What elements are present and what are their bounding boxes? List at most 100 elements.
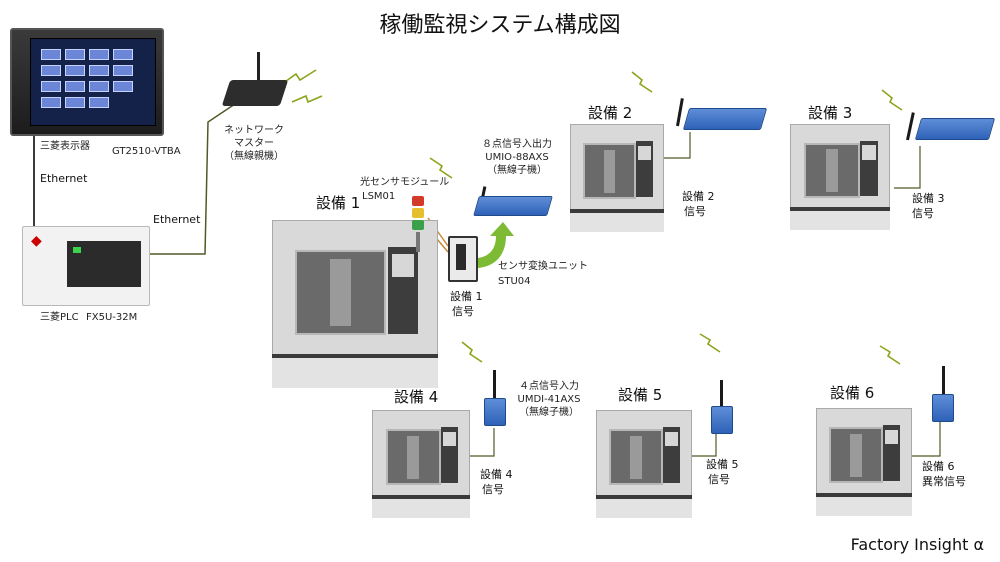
equipment-6-signal-2: 異常信号 xyxy=(922,475,966,488)
sensor-module-label-1: 光センサモジュール xyxy=(360,177,450,188)
equipment-4-wireless-unit xyxy=(484,398,506,426)
lamp-green xyxy=(412,220,424,230)
converter-label-1: センサ変換ユニット xyxy=(498,261,588,272)
plc-io-block xyxy=(67,241,141,287)
network-master-device xyxy=(221,80,289,106)
master-antenna xyxy=(257,52,260,84)
signal-wire-3 xyxy=(894,146,921,189)
hmi-name: 三菱表示器 xyxy=(40,141,90,152)
control-panel xyxy=(635,141,653,198)
hmi-screen xyxy=(30,38,156,126)
hmi-display xyxy=(10,28,164,136)
door-window xyxy=(603,149,616,194)
equipment-3-signal-2: 信号 xyxy=(912,207,934,220)
control-panel xyxy=(883,425,901,482)
master-label-2: マスター xyxy=(234,138,274,149)
plc-name: 三菱PLC xyxy=(40,312,79,323)
door-window xyxy=(825,149,839,192)
equipment-5-signal-2: 信号 xyxy=(708,473,730,486)
hmi-key xyxy=(65,81,85,92)
control-panel xyxy=(663,427,681,484)
signal-wire-6 xyxy=(912,420,941,457)
machine-base xyxy=(272,353,438,388)
equipment-2-signal-2: 信号 xyxy=(684,205,706,218)
di4-label-2: UMDI-41AXS xyxy=(517,394,581,405)
hmi-key xyxy=(41,97,61,108)
hmi-key xyxy=(65,97,85,108)
ethernet-label-2: Ethernet xyxy=(153,213,201,226)
sensor-converter-unit xyxy=(448,236,478,282)
plc-model: FX5U-32M xyxy=(86,312,138,323)
wireless-marks xyxy=(281,69,903,365)
machine-3 xyxy=(790,124,890,230)
door-window xyxy=(630,435,643,480)
lamp-yellow xyxy=(412,208,424,218)
machine-door xyxy=(804,143,860,198)
panel-screen xyxy=(885,429,899,445)
plc-run-led xyxy=(73,247,81,253)
equipment-1-signal-2: 信号 xyxy=(452,305,474,318)
di4-label-3: （無線子機） xyxy=(519,407,579,418)
machine-door xyxy=(385,429,441,486)
machine-base xyxy=(372,494,470,518)
machine-door xyxy=(583,143,637,200)
hmi-key xyxy=(65,49,85,60)
signal-wire-2 xyxy=(664,132,691,159)
hmi-key xyxy=(89,65,109,76)
hmi-key xyxy=(41,81,61,92)
machine-base xyxy=(816,492,912,516)
door-window xyxy=(407,435,420,480)
master-label-3: （無線親機） xyxy=(224,151,284,162)
plc-master-wire xyxy=(150,101,239,255)
wireless-mark xyxy=(429,157,453,179)
equipment-5-wireless-unit xyxy=(711,406,733,434)
hmi-key xyxy=(65,65,85,76)
sensor-module-label-2: LSM01 xyxy=(362,191,396,202)
hmi-model: GT2510-VTBA xyxy=(112,146,181,157)
hmi-key xyxy=(41,65,61,76)
control-panel xyxy=(860,140,878,197)
lamp-pole xyxy=(416,232,420,252)
machine-base xyxy=(596,494,692,518)
machine-base xyxy=(790,206,890,230)
panel-screen xyxy=(637,145,651,161)
panel-screen xyxy=(442,431,457,447)
io8-label-2: UMIO-88AXS xyxy=(485,152,549,163)
wireless-mark xyxy=(291,94,323,104)
di4-label-1: ４点信号入力 xyxy=(519,381,579,392)
lamp-red xyxy=(412,196,424,206)
brand-logo-text: Factory Insight α xyxy=(850,535,984,554)
hmi-key xyxy=(89,49,109,60)
master-label-1: ネットワーク xyxy=(224,125,284,136)
hmi-key xyxy=(113,81,133,92)
machine-door xyxy=(609,429,664,486)
equipment-2-signal-1: 設備 2 xyxy=(682,190,715,203)
machine-5 xyxy=(596,410,692,518)
equipment-3-wireless-unit xyxy=(914,118,996,140)
machine-4 xyxy=(372,410,470,518)
panel-screen xyxy=(862,145,876,160)
panel-screen xyxy=(665,431,679,447)
io8-wireless-unit xyxy=(473,196,553,216)
hmi-key xyxy=(113,65,133,76)
converter-arrow xyxy=(478,222,514,268)
signal-wire-4 xyxy=(468,428,495,457)
equipment-4-signal-2: 信号 xyxy=(482,483,504,496)
wireless-mark xyxy=(631,71,653,93)
equipment-5-signal-1: 設備 5 xyxy=(706,458,739,471)
machine-base xyxy=(570,208,664,232)
equipment-2-label: 設備 2 xyxy=(588,104,633,122)
converter-terminal xyxy=(456,244,466,270)
equipment-3-label: 設備 3 xyxy=(808,104,853,122)
control-panel xyxy=(440,427,459,484)
diagram-title: 稼働監視システム構成図 xyxy=(379,13,621,38)
equipment-6-label: 設備 6 xyxy=(830,384,875,402)
hmi-key xyxy=(89,97,109,108)
control-panel xyxy=(388,246,419,335)
machine-2 xyxy=(570,124,664,232)
equipment-4-antenna xyxy=(493,370,496,398)
io8-label-3: （無線子機） xyxy=(487,165,547,176)
equipment-4-signal-1: 設備 4 xyxy=(480,468,513,481)
